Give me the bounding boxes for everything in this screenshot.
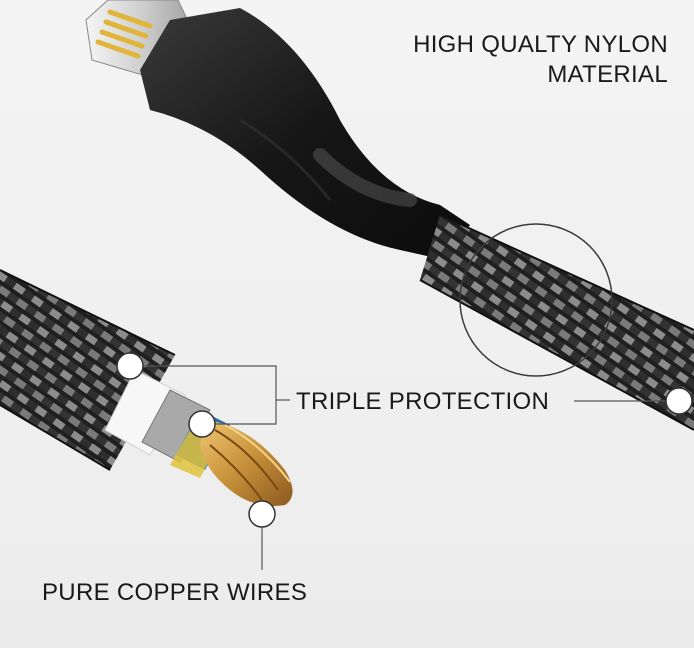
cable-inner-layers: [104, 369, 230, 478]
callout-marker-outer-braid: [116, 352, 144, 380]
copper-wires-label: PURE COPPER WIRES: [42, 579, 308, 606]
nylon-label-line1: HIGH QUALTY NYLON: [413, 31, 668, 58]
callout-markers: [116, 352, 693, 528]
lightning-connector: [85, 0, 470, 260]
nylon-label-line2: MATERIAL: [547, 61, 668, 88]
nylon-material-label: HIGH QUALTY NYLON MATERIAL: [413, 30, 668, 90]
callout-marker-inner-layer: [188, 410, 216, 438]
callout-marker-copper: [248, 500, 276, 528]
copper-wires: [200, 420, 293, 506]
callout-marker-nylon: [665, 387, 693, 415]
upper-braided-cable: [419, 214, 694, 431]
magnifier-circle: [459, 223, 613, 377]
triple-protection-label: TRIPLE PROTECTION: [296, 388, 550, 415]
